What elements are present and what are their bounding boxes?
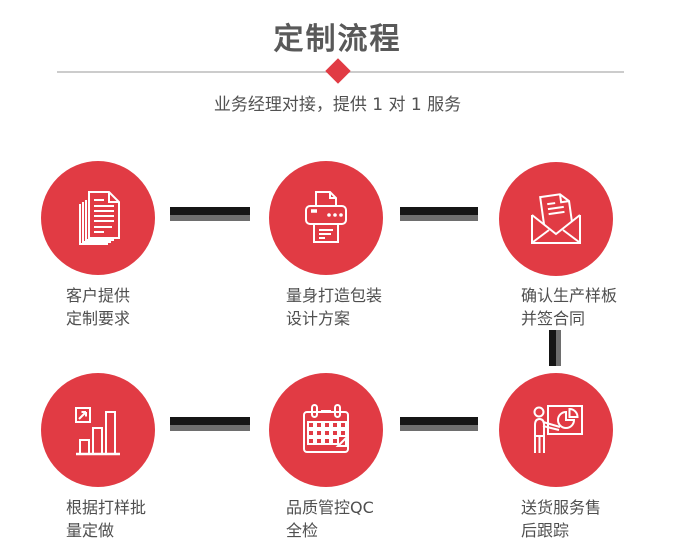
step-circle-1 <box>41 161 155 275</box>
calendar-icon <box>294 398 358 462</box>
step-circle-2 <box>269 161 383 275</box>
bar-chart-icon <box>66 398 130 462</box>
step-label-4: 根据打样批量定做 <box>66 498 147 540</box>
connector-step4-step5 <box>170 417 250 431</box>
connector-step3-step6 <box>549 330 561 366</box>
step-label-3: 确认生产样板并签合同 <box>521 286 618 328</box>
documents-icon <box>66 186 130 250</box>
connector-step5-step6 <box>400 417 478 431</box>
page-title: 定制流程 <box>273 22 402 57</box>
connector-step1-step2 <box>170 207 250 221</box>
connector-step2-step3 <box>400 207 478 221</box>
step-circle-4 <box>41 373 155 487</box>
presentation-icon <box>524 398 588 462</box>
step-circle-6 <box>499 373 613 487</box>
printer-icon <box>294 186 358 250</box>
subtitle: 业务经理对接，提供 1 对 1 服务 <box>213 95 462 115</box>
step-circle-5 <box>269 373 383 487</box>
diamond-icon <box>325 58 351 84</box>
step-circle-3 <box>499 162 613 276</box>
step-label-1: 客户提供定制要求 <box>66 286 131 328</box>
envelope-icon <box>524 187 588 251</box>
step-label-6: 送货服务售后跟踪 <box>521 498 602 540</box>
step-label-2: 量身打造包装设计方案 <box>286 286 383 328</box>
